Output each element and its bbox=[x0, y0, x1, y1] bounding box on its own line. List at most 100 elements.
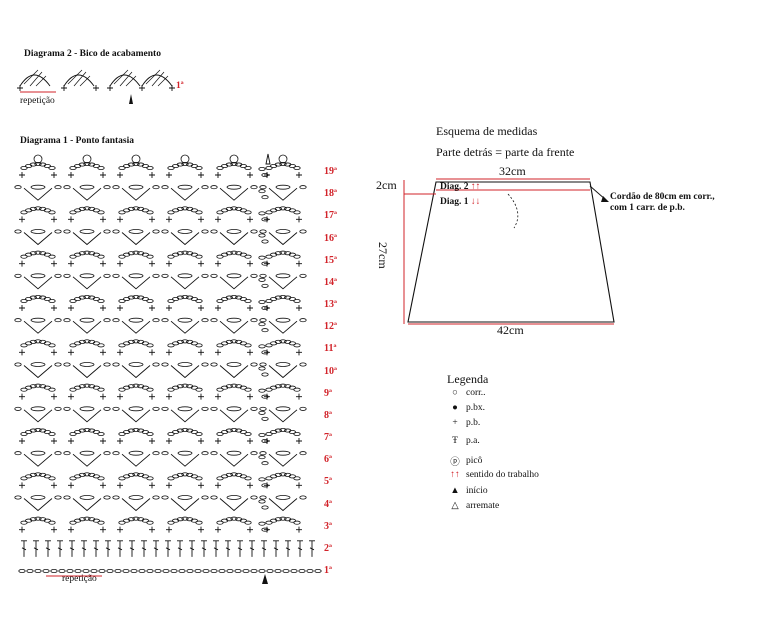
chain-stitch bbox=[78, 428, 86, 433]
single-crochet-stitch bbox=[264, 260, 270, 267]
chain-stitch bbox=[210, 362, 218, 367]
legend-item: ↑↑sentido do trabalho bbox=[448, 470, 539, 480]
chain-loop bbox=[226, 406, 242, 412]
chain-stitch bbox=[258, 569, 266, 574]
chain-stitch bbox=[63, 451, 71, 456]
chain-stitch bbox=[181, 250, 189, 255]
chain-stitch bbox=[250, 318, 258, 323]
v-stitch bbox=[121, 498, 151, 512]
chain-stitch bbox=[250, 451, 258, 456]
single-crochet-stitch bbox=[166, 482, 172, 489]
chain-stitch bbox=[83, 383, 91, 388]
chain-stitch bbox=[118, 165, 126, 170]
chain-stitch bbox=[29, 206, 37, 211]
single-crochet-stitch bbox=[247, 349, 253, 356]
row-number: 5ª bbox=[324, 476, 332, 488]
chain-stitch bbox=[244, 520, 252, 525]
chain-loop bbox=[30, 362, 46, 367]
v-stitch bbox=[23, 276, 53, 290]
chain-stitch bbox=[239, 208, 247, 213]
single-crochet-stitch bbox=[149, 260, 155, 267]
chain-stitch bbox=[293, 165, 301, 170]
chain-loop bbox=[128, 317, 144, 323]
chain-stitch bbox=[176, 206, 184, 211]
double-crochet-stitch bbox=[93, 540, 99, 557]
chain-stitch bbox=[48, 343, 56, 348]
chain-stitch bbox=[118, 298, 126, 303]
single-crochet-stitch bbox=[149, 438, 155, 444]
chain-stitch bbox=[146, 165, 154, 170]
chain-stitch bbox=[288, 518, 296, 523]
chain-stitch bbox=[244, 476, 252, 481]
legend-item: △arremate bbox=[448, 500, 499, 512]
chain-stitch bbox=[225, 428, 233, 433]
chain-stitch bbox=[216, 520, 224, 525]
single-crochet-stitch bbox=[100, 526, 106, 533]
chain-stitch bbox=[216, 431, 224, 436]
chain-stitch bbox=[20, 387, 28, 392]
double-crochet-stitch bbox=[213, 540, 219, 557]
chain-stitch bbox=[161, 362, 169, 367]
turning-chain bbox=[258, 344, 266, 349]
chain-loop bbox=[226, 362, 242, 367]
chain-stitch bbox=[20, 476, 28, 481]
chain-stitch bbox=[274, 295, 282, 300]
chain-stitch bbox=[167, 165, 175, 170]
chain-stitch bbox=[299, 273, 307, 278]
single-crochet-stitch bbox=[296, 482, 302, 489]
single-crochet-stitch bbox=[198, 216, 204, 223]
single-crochet-stitch bbox=[198, 482, 204, 489]
single-crochet-stitch bbox=[149, 172, 155, 178]
chain-stitch bbox=[69, 343, 77, 348]
double-crochet-stitch bbox=[129, 540, 135, 557]
double-crochet-stitch bbox=[57, 540, 63, 557]
single-crochet-stitch bbox=[166, 349, 172, 356]
chain-stitch bbox=[43, 518, 51, 523]
chain-stitch bbox=[14, 273, 22, 278]
single-crochet-stitch bbox=[61, 85, 67, 91]
start-marker bbox=[129, 94, 133, 104]
chain-stitch bbox=[230, 516, 238, 521]
chain-stitch bbox=[48, 476, 56, 481]
chain-stitch bbox=[112, 362, 120, 367]
single-crochet-stitch bbox=[100, 482, 106, 489]
chain-loop bbox=[79, 406, 95, 412]
chain-stitch bbox=[265, 298, 273, 303]
legend-symbol-icon: ▲ bbox=[450, 486, 460, 496]
chain-stitch bbox=[225, 517, 233, 522]
chain-stitch bbox=[293, 210, 301, 215]
chain-loop bbox=[177, 450, 193, 456]
chain-stitch bbox=[34, 339, 42, 344]
turning-chain bbox=[258, 477, 266, 482]
turning-chain bbox=[261, 483, 269, 488]
single-crochet-stitch bbox=[198, 526, 204, 533]
chain-stitch bbox=[176, 162, 184, 167]
v-stitch bbox=[268, 320, 298, 334]
chain-stitch bbox=[250, 406, 258, 411]
v-stitch bbox=[219, 320, 249, 334]
chain-stitch bbox=[167, 387, 175, 392]
chain-stitch bbox=[29, 517, 37, 522]
v-stitch bbox=[23, 232, 53, 246]
single-crochet-stitch bbox=[19, 216, 25, 223]
chain-stitch bbox=[190, 518, 198, 523]
v-stitch bbox=[121, 276, 151, 290]
chain-stitch bbox=[43, 385, 51, 390]
chain-stitch bbox=[167, 210, 175, 215]
chain-stitch bbox=[132, 339, 140, 344]
chain-stitch bbox=[216, 476, 224, 481]
single-crochet-stitch bbox=[264, 526, 270, 533]
height-label: 27cm bbox=[376, 242, 390, 269]
chain-stitch bbox=[112, 318, 120, 323]
chain-loop bbox=[79, 317, 95, 323]
turning-chain bbox=[258, 410, 266, 415]
chain-stitch bbox=[141, 429, 149, 434]
chain-stitch bbox=[201, 362, 209, 367]
chain-stitch bbox=[154, 569, 162, 574]
chain-stitch bbox=[274, 569, 282, 574]
v-stitch bbox=[23, 453, 53, 467]
single-crochet-stitch bbox=[149, 216, 155, 223]
turning-chain bbox=[261, 438, 269, 443]
chain-stitch bbox=[127, 295, 135, 300]
single-crochet-stitch bbox=[68, 305, 74, 311]
